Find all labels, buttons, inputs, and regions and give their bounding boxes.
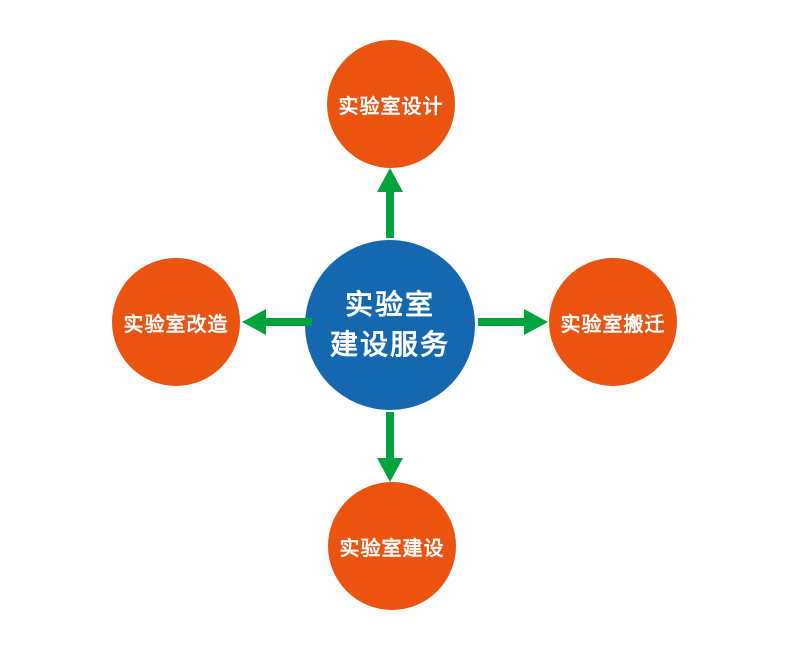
center-node-label-line1: 实验室	[344, 289, 435, 320]
arrow-down-head	[377, 458, 403, 482]
node-lab-construction: 实验室建设	[328, 482, 456, 610]
node-lab-renovation: 实验室改造	[112, 258, 240, 386]
arrow-left-stem	[264, 318, 312, 326]
center-node-label-line2: 建设服务	[329, 329, 450, 360]
arrow-up-stem	[386, 190, 394, 238]
node-lab-relocation: 实验室搬迁	[549, 258, 677, 386]
node-lab-design: 实验室设计	[327, 40, 455, 168]
arrow-right-stem	[478, 318, 526, 326]
arrow-right-icon	[478, 309, 548, 335]
node-lab-construction-label: 实验室建设	[339, 537, 445, 560]
center-node: 实验室 建设服务	[305, 240, 475, 410]
arrow-up-icon	[377, 168, 403, 238]
arrow-right-head	[524, 309, 548, 335]
node-lab-relocation-label: 实验室搬迁	[560, 313, 666, 336]
arrow-down-icon	[377, 412, 403, 482]
arrow-left-head	[242, 309, 266, 335]
node-lab-renovation-label: 实验室改造	[123, 313, 229, 336]
node-lab-design-label: 实验室设计	[338, 95, 444, 118]
arrow-left-icon	[242, 309, 312, 335]
arrow-up-head	[377, 168, 403, 192]
arrow-down-stem	[386, 412, 394, 460]
